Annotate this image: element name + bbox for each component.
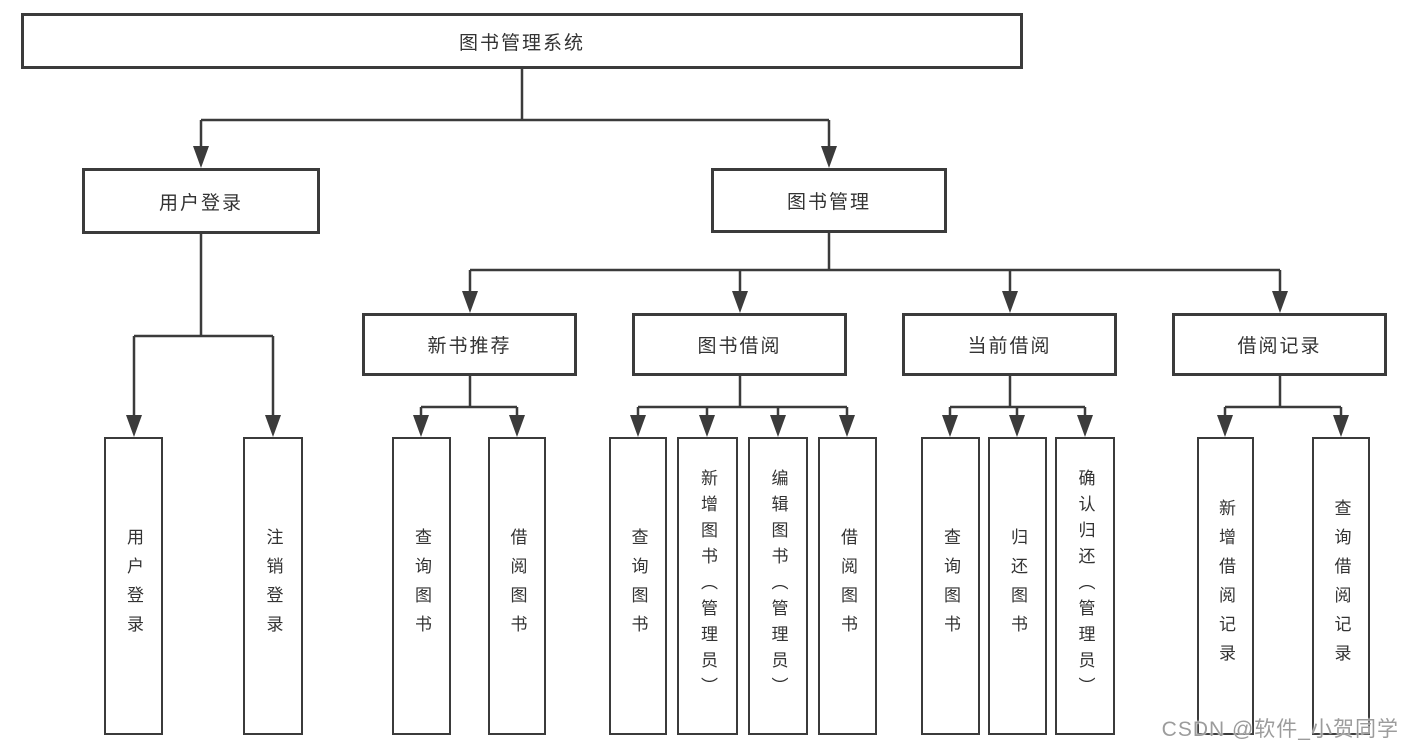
node-book-management: 图书管理 xyxy=(711,168,947,233)
leaf-borrow-query-book: 查询图书 xyxy=(609,437,667,735)
node-current-borrowing-label: 当前借阅 xyxy=(967,336,1052,357)
leaf-record-add-borrow-record-label: 新增借阅记录 xyxy=(1216,499,1235,673)
leaf-current-confirm-return-admin-label: 确认归还（管理员） xyxy=(1075,469,1095,703)
node-new-book-recommend: 新书推荐 xyxy=(362,313,577,376)
leaf-current-query-book: 查询图书 xyxy=(921,437,980,735)
leaf-newbook-query-book: 查询图书 xyxy=(392,437,451,735)
leaf-borrow-edit-book-admin: 编辑图书（管理员） xyxy=(748,437,808,735)
node-book-borrowing: 图书借阅 xyxy=(632,313,847,376)
leaf-newbook-borrow-book: 借阅图书 xyxy=(488,437,546,735)
node-borrowing-records: 借阅记录 xyxy=(1172,313,1387,376)
leaf-user-login-label: 用户登录 xyxy=(124,528,143,644)
node-borrowing-records-label: 借阅记录 xyxy=(1237,336,1322,357)
node-root-system-label: 图书管理系统 xyxy=(458,32,585,54)
csdn-watermark: CSDN @软件_小贺同学 xyxy=(1161,718,1399,741)
leaf-newbook-query-book-label: 查询图书 xyxy=(412,528,431,644)
node-user-login: 用户登录 xyxy=(82,168,320,234)
node-root-system: 图书管理系统 xyxy=(21,13,1023,69)
connector-arrowheads xyxy=(126,146,1349,437)
leaf-current-return-book: 归还图书 xyxy=(988,437,1047,735)
leaf-record-query-borrow-record-label: 查询借阅记录 xyxy=(1331,499,1351,673)
leaf-borrow-borrow-book: 借阅图书 xyxy=(818,437,877,735)
leaf-borrow-add-book-admin: 新增图书（管理员） xyxy=(677,437,738,735)
leaf-user-login: 用户登录 xyxy=(104,437,163,735)
leaf-current-return-book-label: 归还图书 xyxy=(1008,528,1027,644)
leaf-current-query-book-label: 查询图书 xyxy=(941,528,960,644)
leaf-logout-label: 注销登录 xyxy=(263,528,283,644)
leaf-record-query-borrow-record: 查询借阅记录 xyxy=(1312,437,1370,735)
leaf-record-add-borrow-record: 新增借阅记录 xyxy=(1197,437,1254,735)
leaf-borrow-query-book-label: 查询图书 xyxy=(628,528,648,644)
node-new-book-recommend-label: 新书推荐 xyxy=(427,336,512,357)
node-user-login-label: 用户登录 xyxy=(158,192,243,214)
leaf-borrow-edit-book-admin-label: 编辑图书（管理员） xyxy=(768,469,788,703)
leaf-current-confirm-return-admin: 确认归还（管理员） xyxy=(1055,437,1115,735)
leaf-logout: 注销登录 xyxy=(243,437,303,735)
node-book-management-label: 图书管理 xyxy=(786,192,871,213)
leaf-borrow-borrow-book-label: 借阅图书 xyxy=(838,528,857,644)
leaf-borrow-add-book-admin-label: 新增图书（管理员） xyxy=(698,469,717,703)
node-book-borrowing-label: 图书借阅 xyxy=(697,336,782,357)
leaf-newbook-borrow-book-label: 借阅图书 xyxy=(507,528,527,644)
node-current-borrowing: 当前借阅 xyxy=(902,313,1117,376)
